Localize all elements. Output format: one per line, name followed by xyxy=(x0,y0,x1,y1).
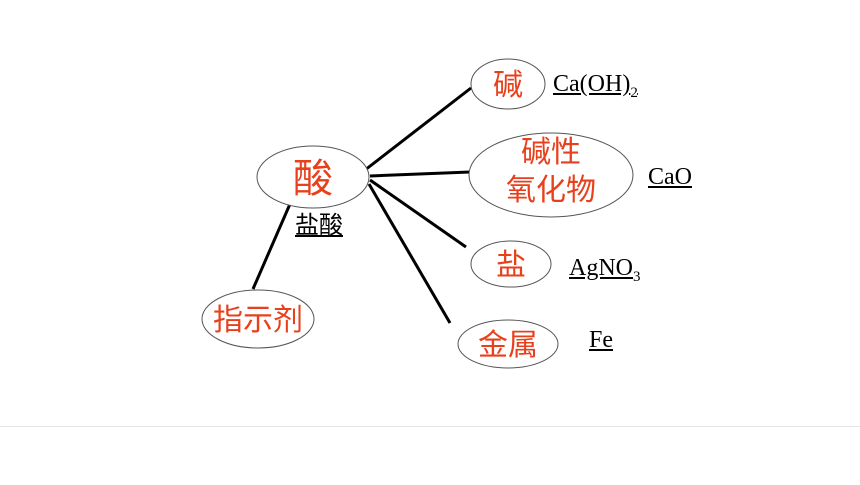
node-salt: 盐 xyxy=(470,240,552,288)
node-basic-oxide: 碱性 氧化物 xyxy=(468,132,634,218)
formula-silver-nitrate-sub: 3 xyxy=(633,268,641,285)
node-metal-label: 金属 xyxy=(478,328,538,363)
bottom-strip xyxy=(0,426,860,485)
slide-canvas: 酸 碱 碱性 氧化物 盐 金属 指示剂 盐酸 Ca(O xyxy=(201,58,692,369)
node-acid-label: 酸 xyxy=(293,156,333,202)
edge-acid-basic-oxide xyxy=(369,170,471,178)
acid-example-hydrochloric: 盐酸 xyxy=(295,213,343,239)
edge-acid-salt xyxy=(369,178,467,249)
edge-acid-indicator xyxy=(251,203,292,290)
concept-map: 酸 碱 碱性 氧化物 盐 金属 指示剂 xyxy=(201,58,634,369)
formula-silver-nitrate-main: AgNO xyxy=(569,255,633,281)
node-salt-label: 盐 xyxy=(496,248,526,283)
node-metal: 金属 xyxy=(457,319,559,369)
node-base: 碱 xyxy=(470,58,546,110)
node-basic-oxide-line2: 氧化物 xyxy=(506,173,596,208)
node-indicator: 指示剂 xyxy=(201,289,315,349)
formula-calcium-oxide-main: CaO xyxy=(648,164,692,190)
edge-acid-metal xyxy=(367,183,452,324)
edge-acid-base xyxy=(364,86,472,172)
formula-iron-main: Fe xyxy=(589,327,613,353)
formula-iron: Fe xyxy=(589,328,613,352)
node-acid: 酸 xyxy=(256,145,370,209)
formula-calcium-hydroxide: Ca(OH)2 xyxy=(553,72,638,101)
formula-calcium-hydroxide-main: Ca(OH) xyxy=(553,71,631,97)
node-basic-oxide-line1: 碱性 xyxy=(521,135,581,170)
node-indicator-label: 指示剂 xyxy=(213,303,303,338)
node-base-label: 碱 xyxy=(493,68,523,103)
formula-calcium-hydroxide-sub: 2 xyxy=(630,84,638,101)
formula-silver-nitrate: AgNO3 xyxy=(569,256,641,285)
formula-calcium-oxide: CaO xyxy=(648,165,692,189)
